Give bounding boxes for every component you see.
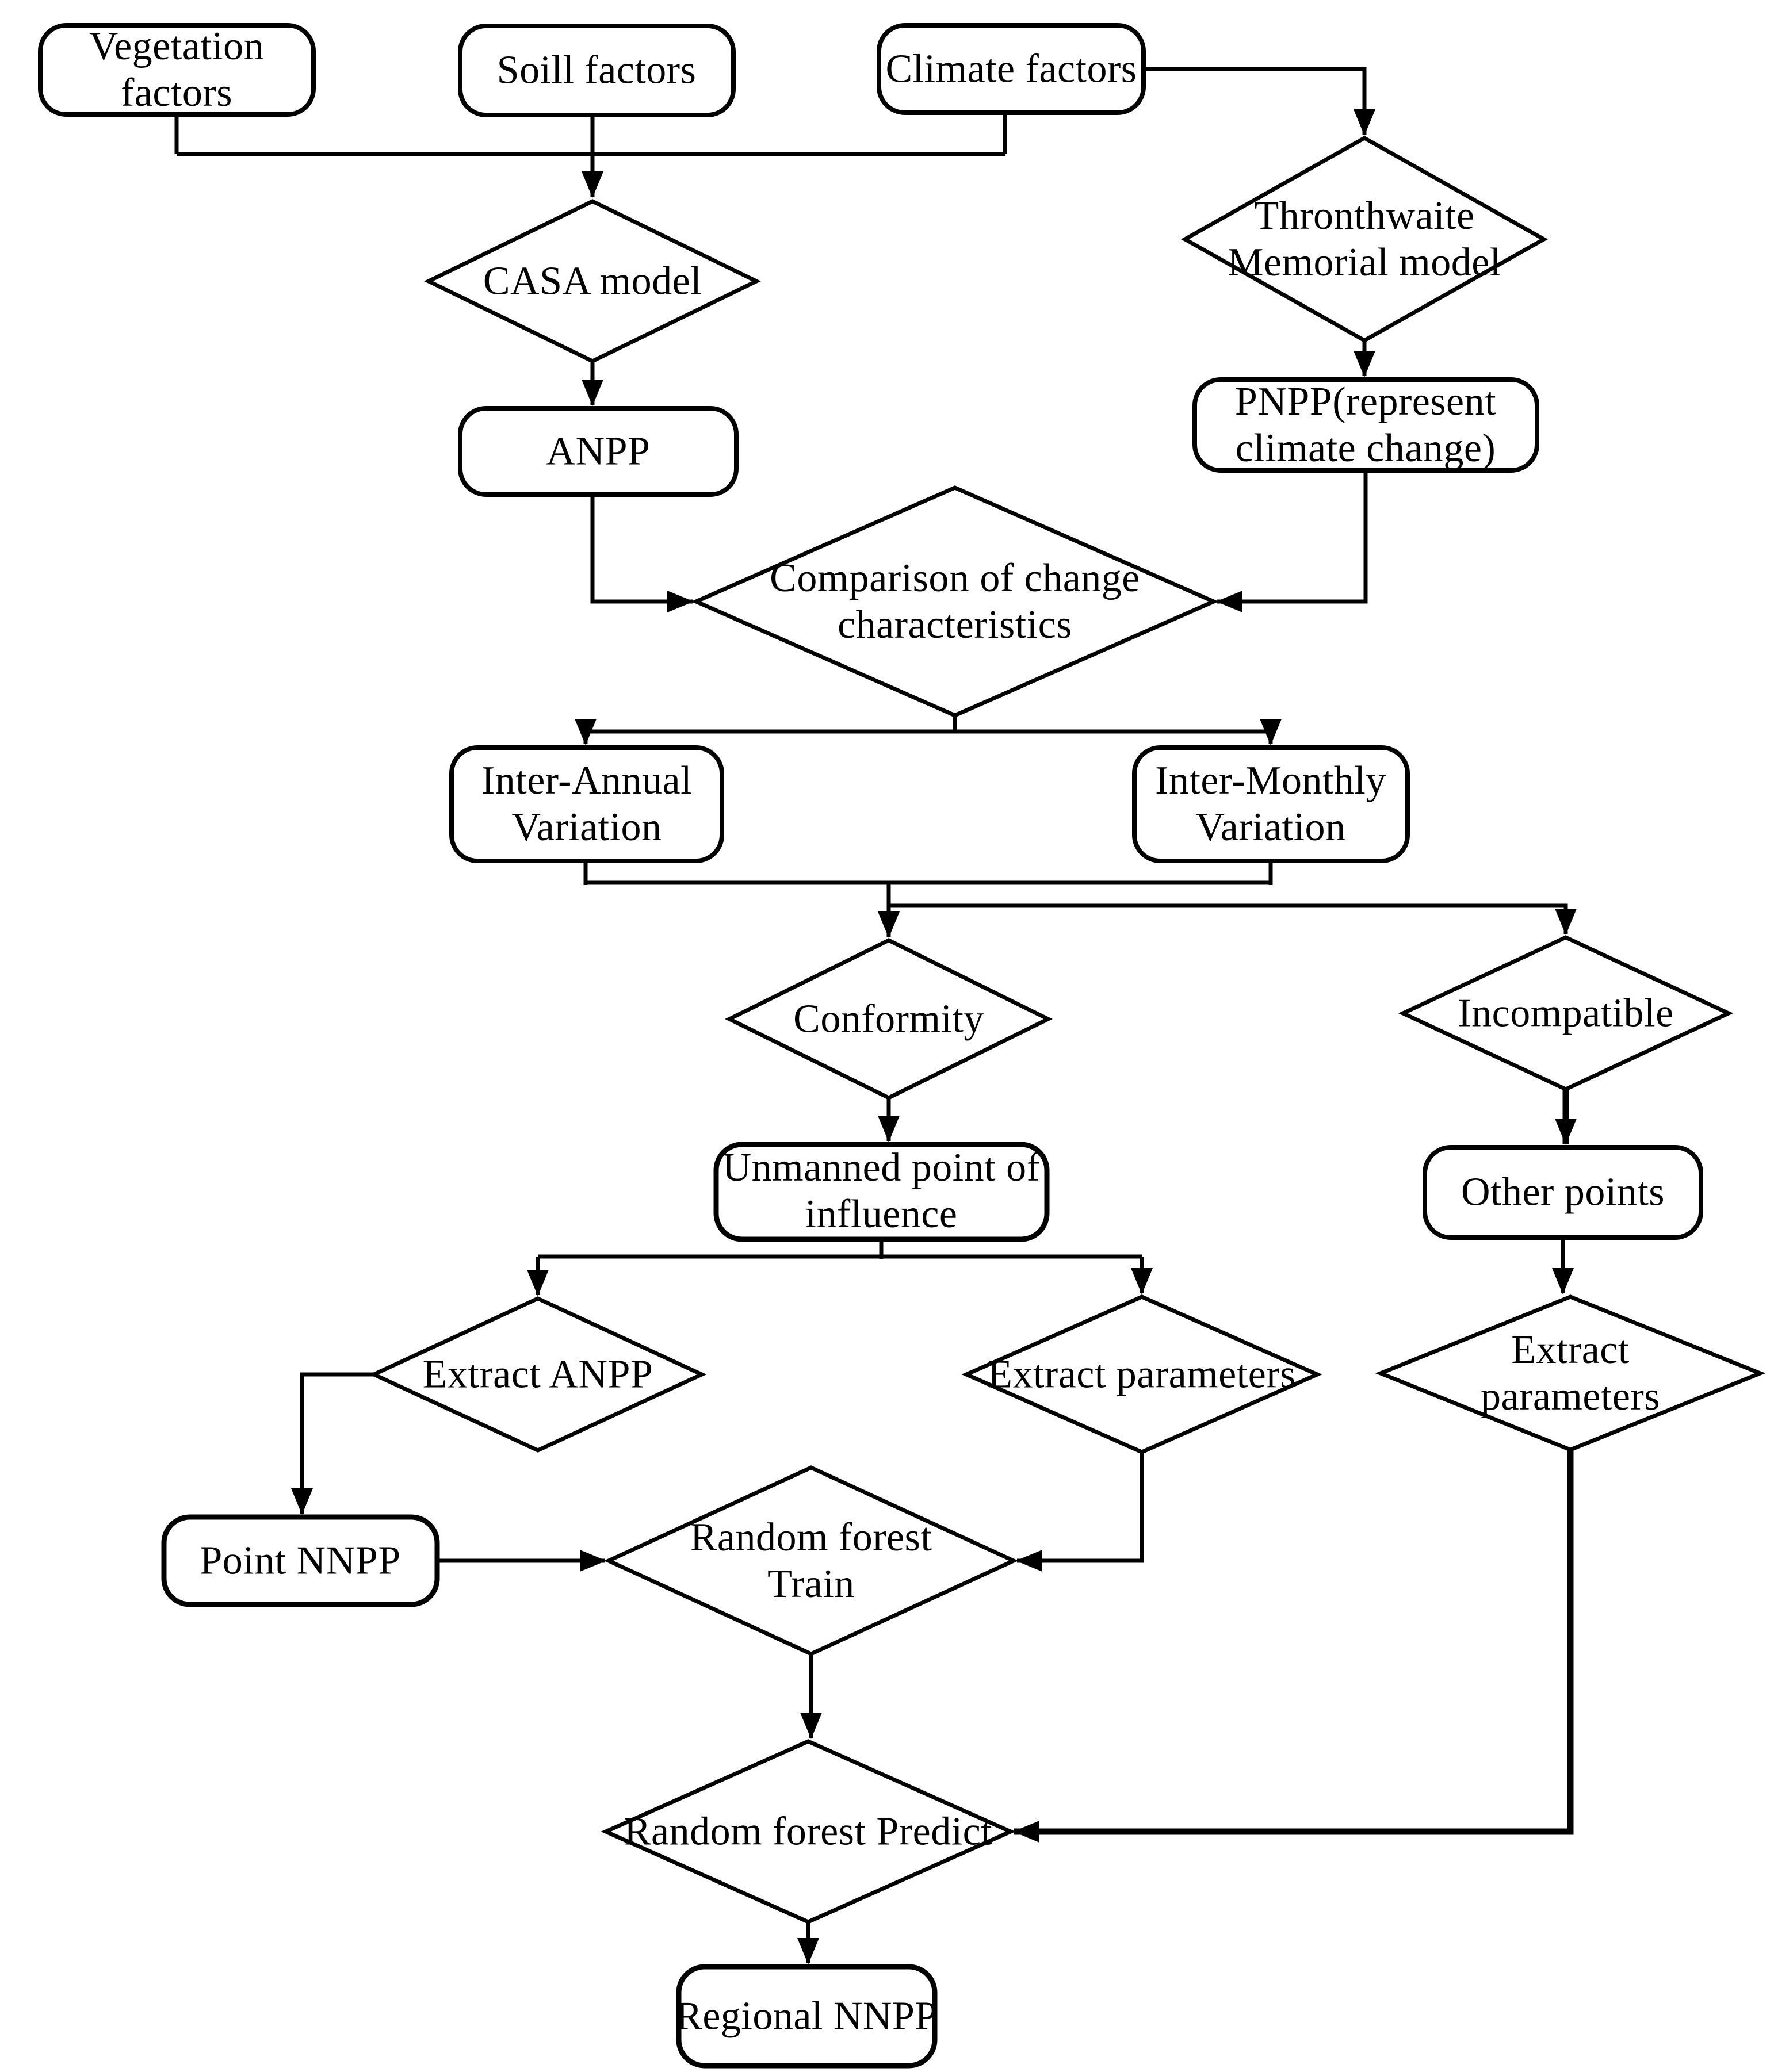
other-points-label: Other points (1461, 1170, 1665, 1215)
regional-nnpp-box (676, 1964, 938, 2069)
regional-nnpp-label: Regional NNPP (675, 1994, 938, 2039)
incompatible-diamond (1398, 935, 1734, 1091)
other-points-box (1423, 1145, 1703, 1240)
conformity-label: Conformity (793, 997, 984, 1041)
connector-anpp-to-comparison (590, 495, 694, 612)
extract-parameters-right-label: Extract parameters (1480, 1327, 1661, 1419)
soill-factors-label: Soill factors (496, 48, 697, 93)
anpp-box (458, 406, 739, 497)
connector-extract-anpp-to-point-nnpp (291, 1372, 374, 1515)
inter-monthly-label: Inter-Monthly Variation (1155, 758, 1386, 849)
thronthwaite-label: Thronthwaite Memorial model (1228, 193, 1501, 285)
anpp-label: ANPP (546, 429, 651, 474)
inter-annual-box (449, 745, 724, 863)
conformity-diamond (725, 938, 1053, 1100)
thronthwaite-diamond (1180, 135, 1549, 343)
vegetation-factors-box (38, 23, 316, 117)
extract-anpp-label: Extract ANPP (422, 1352, 653, 1397)
comparison-diamond (691, 485, 1219, 718)
random-forest-predict-diamond (601, 1739, 1016, 1924)
random-forest-train-label: Random forest Train (690, 1515, 932, 1606)
inter-annual-label: Inter-Annual Variation (481, 758, 693, 849)
connector-pnpp-to-comparison (1216, 470, 1368, 612)
casa-model-diamond (424, 199, 761, 363)
comparison-label: Comparison of change characteristics (770, 556, 1140, 647)
extract-parameters-mid-diamond (961, 1294, 1322, 1454)
pnpp-box (1192, 377, 1539, 473)
inter-monthly-box (1132, 745, 1410, 863)
vegetation-factors-label: Vegetation factors (89, 24, 265, 115)
climate-factors-label: Climate factors (885, 47, 1137, 91)
connector-climate-to-thronthwaite (1144, 67, 1375, 136)
random-forest-predict-label: Random forest Predict (624, 1809, 993, 1854)
node-shape-group (38, 23, 1766, 2069)
climate-factors-box (877, 23, 1146, 115)
pnpp-label: PNPP(represent climate change) (1234, 379, 1497, 470)
random-forest-train-diamond (603, 1465, 1019, 1656)
connector-branch-to-incompatible (889, 903, 1577, 935)
casa-model-label: CASA model (483, 259, 702, 304)
incompatible-label: Incompatible (1458, 991, 1674, 1036)
extract-parameters-mid-label: Extract parameters (988, 1352, 1296, 1397)
point-nnpp-box (161, 1514, 440, 1607)
extract-anpp-diamond (369, 1296, 707, 1453)
connector-group (174, 67, 1577, 1964)
extract-parameters-right-diamond (1375, 1294, 1766, 1452)
unmanned-point-box (713, 1142, 1050, 1242)
connector-extract-parameters-to-train (1016, 1452, 1144, 1572)
point-nnpp-label: Point NNPP (200, 1538, 401, 1583)
soill-factors-box (458, 24, 736, 117)
unmanned-point-label: Unmanned point of influence (722, 1145, 1041, 1236)
connector-extract-parameters-right-to-predict (1013, 1450, 1574, 1843)
